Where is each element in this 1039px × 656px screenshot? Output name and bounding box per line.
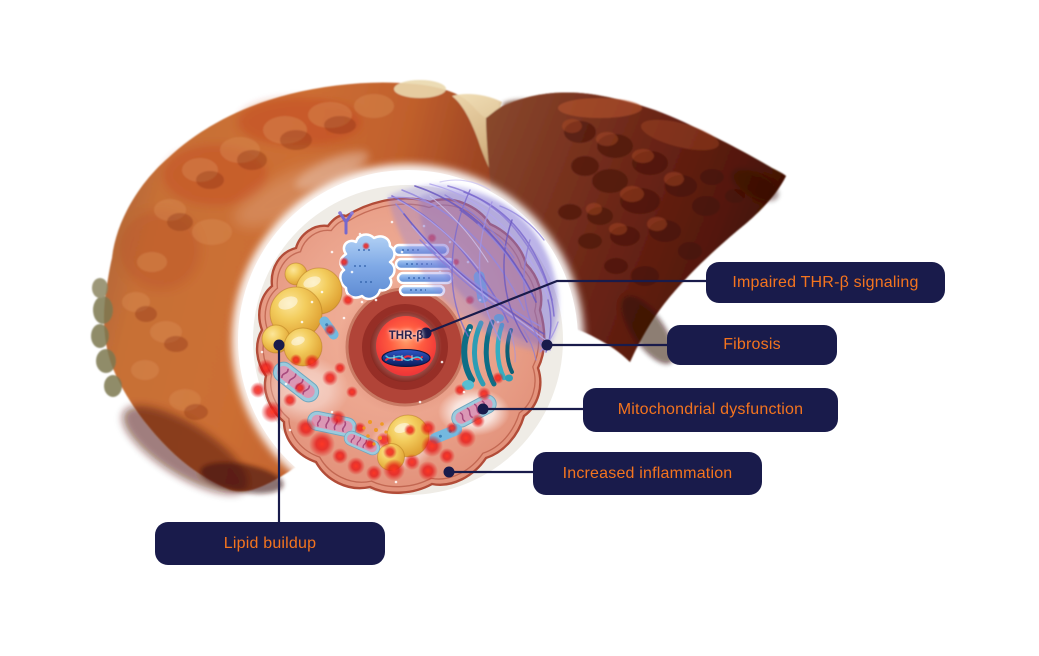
callout-dot-impaired-thr-signaling: [420, 327, 432, 339]
nucleus-receptor-label: THR-β: [388, 330, 424, 342]
callout-dots: [273, 327, 553, 478]
callout-line-impaired-thr-signaling: [425, 279, 707, 335]
callout-label-increased-inflammation: Increased inflammation: [533, 452, 762, 495]
callout-label-mitochondrial-dysfunction: Mitochondrial dysfunction: [583, 388, 838, 432]
callout-dot-lipid-buildup: [273, 339, 285, 351]
fibrosis-mesh: [387, 179, 560, 363]
callout-dot-mitochondrial-dysfunction: [477, 403, 489, 415]
callout-lines: [277, 279, 707, 523]
receptor-icon: [338, 211, 354, 235]
callout-dot-fibrosis: [541, 339, 553, 351]
orange-specks: [362, 420, 388, 446]
callout-label-fibrosis: Fibrosis: [667, 325, 837, 365]
callout-dot-increased-inflammation: [443, 466, 455, 478]
nucleus: [337, 279, 473, 415]
callout-label-impaired-thr-signaling: Impaired THR-β signaling: [706, 262, 945, 303]
callout-label-lipid-buildup: Lipid buildup: [155, 522, 385, 565]
dna-helix-icon: [381, 349, 431, 367]
